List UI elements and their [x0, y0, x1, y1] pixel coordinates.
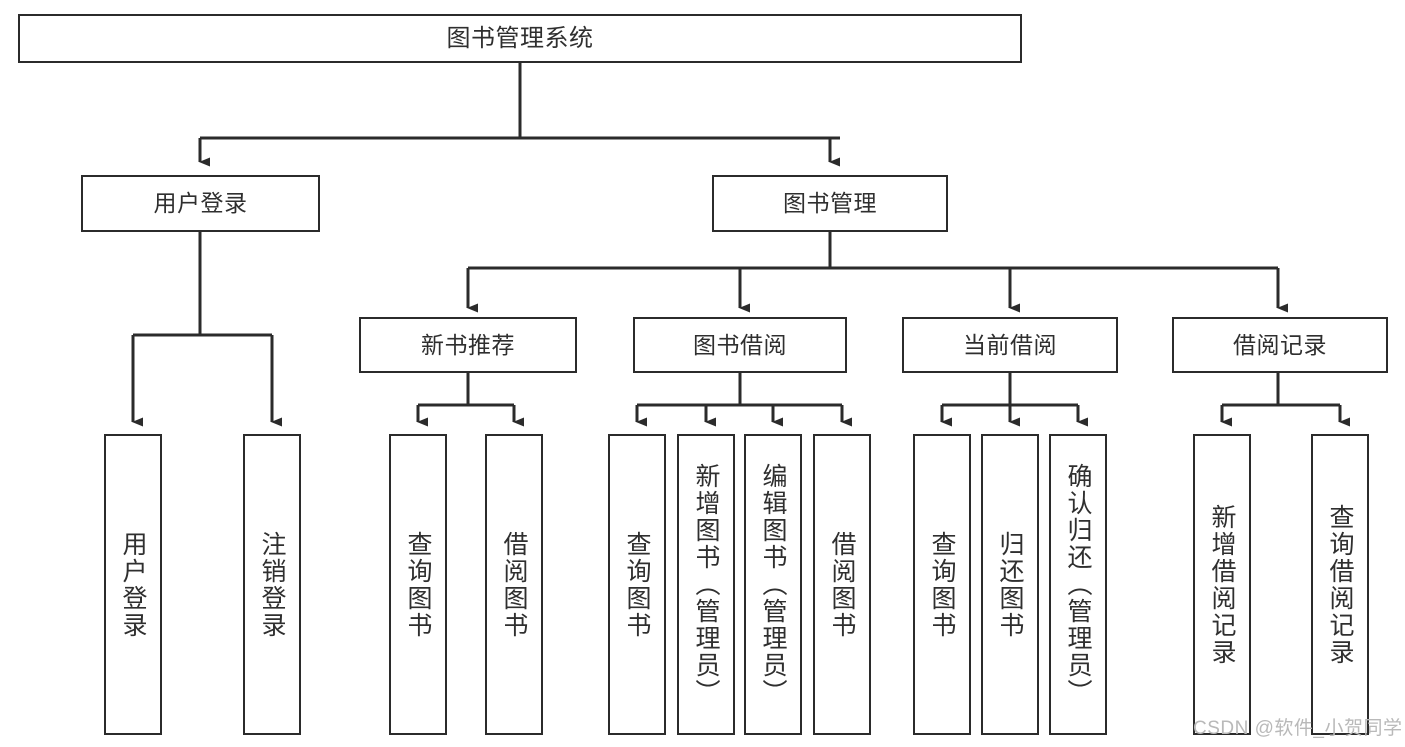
node-current-borrow-label: 当前借阅 [963, 331, 1057, 358]
leaf-new-book-borrow[interactable]: 借阅图书 [485, 434, 543, 735]
leaf-book-borrow-query[interactable]: 查询图书 [608, 434, 666, 735]
leaf-new-book-query[interactable]: 查询图书 [389, 434, 447, 735]
leaf-current-borrow-return[interactable]: 归还图书 [981, 434, 1039, 735]
node-root-label: 图书管理系统 [446, 24, 594, 52]
node-user-login-label: 用户登录 [153, 190, 248, 217]
node-book-borrow-label: 图书借阅 [693, 331, 787, 358]
leaf-label: 归还图书 [996, 530, 1024, 639]
leaf-label: 查询借阅记录 [1326, 503, 1354, 666]
leaf-label: 查询图书 [928, 530, 956, 639]
leaf-label: 新增图书（管理员） [692, 463, 720, 706]
leaf-label: 查询图书 [404, 530, 432, 639]
leaf-label: 借阅图书 [500, 530, 528, 639]
leaf-book-borrow-edit[interactable]: 编辑图书（管理员） [744, 434, 802, 735]
node-book-manage-label: 图书管理 [783, 190, 877, 217]
leaf-borrow-record-add[interactable]: 新增借阅记录 [1193, 434, 1251, 735]
leaf-label: 查询图书 [623, 530, 651, 639]
node-new-book-recommend[interactable]: 新书推荐 [359, 317, 577, 373]
leaf-label: 用户登录 [119, 530, 147, 639]
node-current-borrow[interactable]: 当前借阅 [902, 317, 1118, 373]
node-borrow-record-label: 借阅记录 [1233, 331, 1327, 358]
node-user-login[interactable]: 用户登录 [81, 175, 320, 232]
node-book-borrow[interactable]: 图书借阅 [633, 317, 847, 373]
leaf-label: 注销登录 [258, 530, 286, 639]
watermark-text: CSDN @软件_小贺同学 [1193, 718, 1403, 739]
leaf-current-borrow-confirm-return[interactable]: 确认归还（管理员） [1049, 434, 1107, 735]
node-borrow-record[interactable]: 借阅记录 [1172, 317, 1388, 373]
leaf-book-borrow-borrow[interactable]: 借阅图书 [813, 434, 871, 735]
node-root-system[interactable]: 图书管理系统 [18, 14, 1022, 63]
leaf-book-borrow-add[interactable]: 新增图书（管理员） [677, 434, 735, 735]
leaf-current-borrow-query[interactable]: 查询图书 [913, 434, 971, 735]
leaf-label: 确认归还（管理员） [1064, 463, 1092, 706]
node-new-book-recommend-label: 新书推荐 [421, 331, 515, 358]
leaf-label: 借阅图书 [828, 530, 856, 639]
leaf-label: 编辑图书（管理员） [759, 463, 787, 706]
leaf-borrow-record-query[interactable]: 查询借阅记录 [1311, 434, 1369, 735]
leaf-label: 新增借阅记录 [1208, 503, 1236, 666]
leaf-user-login-logout[interactable]: 注销登录 [243, 434, 301, 735]
leaf-user-login-login[interactable]: 用户登录 [104, 434, 162, 735]
node-book-manage[interactable]: 图书管理 [712, 175, 948, 232]
